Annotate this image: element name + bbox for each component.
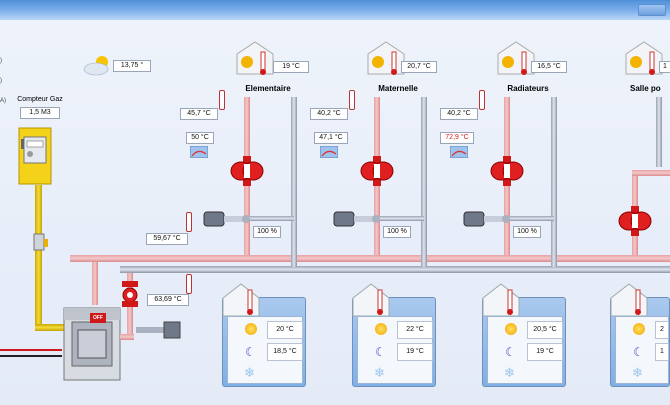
sun-icon	[633, 323, 645, 335]
house-icon	[352, 283, 390, 317]
room-temp-value: 16,5 °C	[531, 61, 567, 73]
thermometer-icon	[349, 90, 355, 110]
room-temp-value: 19 °C	[273, 61, 309, 73]
valve-actuator-icon[interactable]	[202, 208, 250, 230]
moon-icon: ☾	[245, 345, 256, 359]
valve-actuator-icon[interactable]	[462, 208, 510, 230]
house-icon	[222, 283, 260, 317]
power-wire	[0, 355, 62, 357]
return-pipe	[421, 97, 427, 267]
schedule-panel[interactable]: ☾ ❄ 2 1	[610, 283, 670, 387]
sun-icon	[245, 323, 257, 335]
house-icon	[625, 41, 663, 75]
comfort-temp-value: 20 °C	[267, 321, 303, 339]
circuit-name: Salle po	[630, 84, 661, 93]
flow-temp-value: 45,7 °C	[180, 108, 218, 120]
return-pipe	[291, 97, 297, 267]
pump-icon[interactable]	[360, 156, 394, 186]
return-pipe	[656, 97, 662, 167]
snowflake-icon: ❄	[632, 365, 643, 380]
moon-icon: ☾	[633, 345, 644, 359]
gas-valve-icon[interactable]	[31, 232, 49, 252]
thermometer-icon	[186, 274, 192, 294]
pump-icon[interactable]	[230, 156, 264, 186]
comfort-temp-value: 20,5 °C	[527, 321, 563, 339]
boiler-outlet-temp: 63,69 °C	[147, 294, 189, 306]
window-title-bar	[0, 0, 670, 20]
schedule-panel[interactable]: ☾ ❄ 20,5 °C 19 °C	[482, 283, 566, 387]
room-temp-value: 20,7 °C	[401, 61, 437, 73]
flow-pipe	[632, 170, 670, 176]
comfort-temp-value: 2	[655, 321, 669, 339]
outdoor-temp-value: 13,75 °	[113, 60, 151, 72]
heating-curve-icon[interactable]	[450, 146, 468, 158]
gas-meter-value: 1,5 M3	[20, 107, 60, 119]
circuit-name: Radiateurs	[507, 84, 549, 93]
power-wire	[0, 349, 62, 351]
circuit-name: Maternelle	[378, 84, 418, 93]
eco-temp-value: 19 °C	[527, 343, 563, 361]
valve-actuator-icon[interactable]	[136, 320, 182, 340]
flow-temp-value: 40,2 °C	[440, 108, 478, 120]
thermometer-icon	[219, 90, 225, 110]
gas-pipe	[35, 185, 42, 330]
boiler-power-button[interactable]: OFF	[90, 313, 106, 323]
thermometer-icon	[479, 90, 485, 110]
schedule-panel[interactable]: ☾ ❄ 22 °C 19 °C	[352, 283, 436, 387]
house-icon	[482, 283, 520, 317]
eco-temp-value: 19 °C	[397, 343, 433, 361]
moon-icon: ☾	[375, 345, 386, 359]
return-pipe	[551, 97, 557, 267]
heating-curve-icon[interactable]	[190, 146, 208, 158]
room-temp-value: 1	[659, 61, 670, 73]
flow-collector-pipe	[70, 255, 670, 262]
edge-text: )	[0, 58, 2, 64]
edge-text: A)	[0, 98, 6, 104]
circuit-name: Elementaire	[245, 84, 291, 93]
window-control-button[interactable]	[638, 4, 666, 16]
boiler-pump-icon[interactable]	[121, 280, 139, 308]
house-icon	[497, 41, 535, 75]
heating-curve-icon[interactable]	[320, 146, 338, 158]
gas-meter-icon[interactable]	[18, 127, 52, 185]
valve-percent: 100 %	[383, 226, 411, 238]
valve-percent: 100 %	[253, 226, 281, 238]
flow-temp-value: 40,2 °C	[310, 108, 348, 120]
sun-icon	[375, 323, 387, 335]
pump-icon[interactable]	[618, 206, 652, 236]
valve-actuator-icon[interactable]	[332, 208, 380, 230]
gas-pipe	[35, 324, 65, 331]
snowflake-icon: ❄	[374, 365, 385, 380]
pump-icon[interactable]	[490, 156, 524, 186]
eco-temp-value: 1	[655, 343, 669, 361]
bypass-pipe	[374, 216, 424, 221]
sun-cloud-icon	[83, 56, 109, 76]
comfort-temp-value: 22 °C	[397, 321, 433, 339]
boiler-flow-pipe	[120, 334, 134, 340]
moon-icon: ☾	[505, 345, 516, 359]
boiler-icon[interactable]	[60, 302, 126, 384]
setpoint-value: 47,1 °C	[314, 132, 348, 144]
setpoint-value-alarm: 72,9 °C	[440, 132, 474, 144]
gas-meter-label: Compteur Gaz	[17, 96, 63, 103]
snowflake-icon: ❄	[244, 365, 255, 380]
return-pipe	[92, 259, 98, 305]
bypass-pipe	[504, 216, 554, 221]
bypass-pipe	[244, 216, 294, 221]
valve-percent: 100 %	[513, 226, 541, 238]
sun-icon	[505, 323, 517, 335]
house-icon	[610, 283, 648, 317]
eco-temp-value: 18,5 °C	[267, 343, 303, 361]
thermometer-icon	[186, 212, 192, 232]
boiler-return-temp: 59,67 °C	[146, 233, 188, 245]
return-collector-pipe	[120, 266, 670, 273]
setpoint-value: 50 °C	[186, 132, 214, 144]
edge-text: )	[0, 78, 2, 84]
snowflake-icon: ❄	[504, 365, 515, 380]
schedule-panel[interactable]: ☾ ❄ 20 °C 18,5 °C	[222, 283, 306, 387]
